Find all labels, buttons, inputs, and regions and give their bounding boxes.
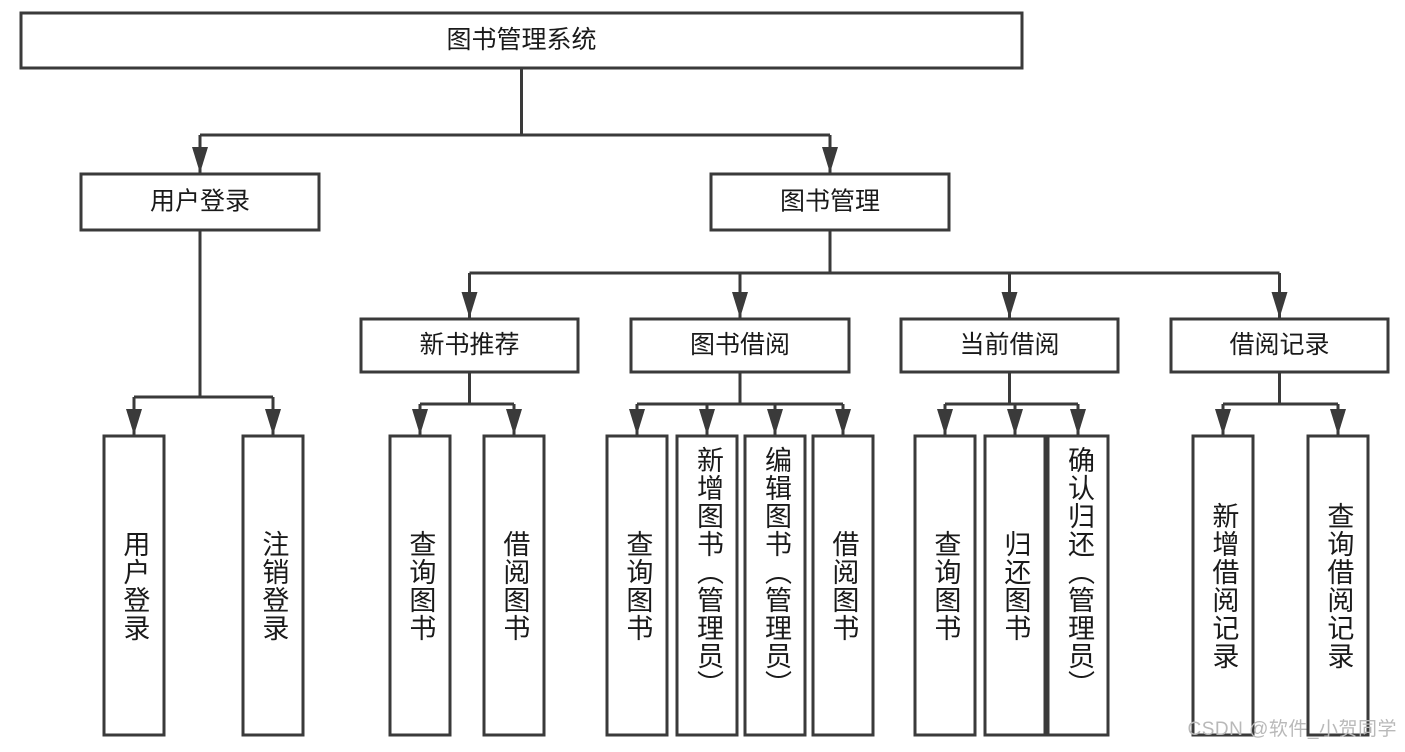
arrow-head-icon [1001,292,1018,318]
arrow-head-icon [1007,409,1023,435]
watermark: CSDN @软件_小贺同学 [1187,719,1397,740]
node-book-borrow[interactable] [629,317,851,374]
arrow-head-icon [732,292,748,318]
node-label-new-book-recommend: 新书推荐 [419,331,519,359]
node-leaf-add-book[interactable] [675,434,739,737]
node-label-user-login: 用户登录 [150,188,250,216]
node-leaf-query-book-3[interactable] [913,434,977,737]
node-label-current-borrow: 当前借阅 [959,331,1059,359]
arrow-head-icon [1271,292,1288,318]
arrow-head-icon [1330,409,1346,435]
arrow-head-icon [835,409,851,435]
node-user-login[interactable] [79,172,321,232]
node-leaf-confirm-return[interactable] [1046,434,1110,737]
arrow-head-icon [629,409,645,435]
node-new-book-recommend[interactable] [359,317,580,374]
node-label-borrow-record: 借阅记录 [1229,331,1329,359]
node-label-book-borrow: 图书借阅 [690,331,790,359]
node-label-root: 图书管理系统 [446,26,596,54]
arrow-head-icon [265,409,281,435]
node-leaf-query-record[interactable] [1306,434,1370,737]
arrow-head-icon [506,409,522,435]
node-leaf-query-book-1[interactable] [388,434,452,737]
arrow-head-icon [192,147,208,173]
node-book-manage[interactable] [709,172,951,232]
node-leaf-borrow-book-2[interactable] [811,434,875,737]
arrow-head-icon [1215,409,1231,435]
arrow-head-icon [126,409,142,435]
arrow-head-icon [767,409,783,435]
node-leaf-user-login[interactable] [102,434,166,737]
arrow-head-icon [699,409,715,435]
node-leaf-return-book[interactable] [983,434,1047,737]
node-leaf-logout[interactable] [241,434,305,737]
node-borrow-record[interactable] [1169,317,1390,374]
node-leaf-add-record[interactable] [1191,434,1255,737]
arrow-head-icon [412,409,428,435]
connector-layer [126,68,1346,435]
node-leaf-query-book-2[interactable] [605,434,669,737]
node-current-borrow[interactable] [899,317,1120,374]
node-label-book-manage: 图书管理 [780,188,880,216]
node-leaf-edit-book[interactable] [743,434,807,737]
arrow-head-icon [822,147,838,173]
arrow-head-icon [461,292,478,318]
node-box-layer [19,11,1390,737]
arrow-head-icon [937,409,953,435]
node-leaf-borrow-book-1[interactable] [482,434,546,737]
arrow-head-icon [1070,409,1086,435]
node-title-root[interactable] [19,11,1024,70]
